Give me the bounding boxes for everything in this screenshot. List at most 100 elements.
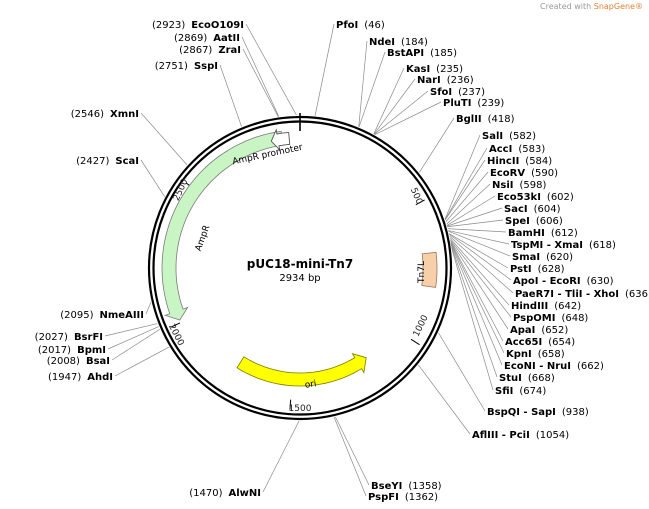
site-label[interactable]: EcoNI - NruI(662) xyxy=(504,361,604,372)
site-position: (938) xyxy=(562,407,589,418)
site-position: (583) xyxy=(518,144,545,155)
amp-r-arrow[interactable] xyxy=(161,130,284,321)
site-label[interactable]: (2869)AatII xyxy=(174,33,240,44)
site-label[interactable]: SmaI(620) xyxy=(512,252,573,263)
site-label[interactable]: Acc65I (654) xyxy=(505,337,575,348)
site-label[interactable]: SalI(582) xyxy=(482,131,536,142)
site-name: SspI xyxy=(194,61,218,72)
site-label[interactable]: EcoRV(590) xyxy=(490,168,558,179)
leader-line xyxy=(245,23,297,116)
ori-arrow[interactable] xyxy=(236,353,367,387)
leader-line xyxy=(373,67,405,135)
site-label[interactable]: BamHI(612) xyxy=(508,228,578,239)
site-position: (1470) xyxy=(189,488,222,499)
site-label[interactable]: KpnI(658) xyxy=(506,349,565,360)
site-label[interactable]: AflIII - PciI(1054) xyxy=(472,430,569,441)
leader-line xyxy=(107,326,159,350)
site-name: SpeI xyxy=(505,216,530,227)
site-label[interactable]: HindIII(642) xyxy=(511,301,581,312)
site-name: PaeR7I - TliI - XhoI xyxy=(515,289,619,300)
site-label[interactable]: TspMI - XmaI(618) xyxy=(511,240,616,251)
site-label[interactable]: BseYI(1358) xyxy=(371,481,442,492)
site-position: (185) xyxy=(430,48,457,59)
snapgene-watermark: Created with SnapGene® xyxy=(540,2,643,11)
site-label[interactable]: (2027)BsrFI xyxy=(35,332,103,343)
site-label[interactable]: NdeI(184) xyxy=(369,37,428,48)
site-label[interactable]: HincII(584) xyxy=(487,156,552,167)
tick-1500 xyxy=(289,399,292,410)
site-position: (674) xyxy=(519,386,546,397)
site-label[interactable]: BglII(418) xyxy=(456,114,515,125)
site-label[interactable]: SfoI(237) xyxy=(430,87,485,98)
site-label[interactable]: (2095)NmeAIII xyxy=(60,310,144,321)
site-label[interactable]: SfiI (674) xyxy=(495,386,546,397)
site-label[interactable]: (1470) AlwNI xyxy=(189,488,261,499)
tick-2000 xyxy=(170,322,181,328)
site-label[interactable]: (2427)ScaI xyxy=(76,156,139,167)
site-name: HindIII xyxy=(511,301,548,312)
site-label[interactable]: ApaI(652) xyxy=(510,325,568,336)
site-label[interactable]: PaeR7I - TliI - XhoI (636) xyxy=(515,289,649,300)
leader-line xyxy=(374,90,429,135)
site-label[interactable]: PspOMI(648) xyxy=(513,313,588,324)
leader-line xyxy=(262,420,300,493)
site-name: Acc65I xyxy=(505,337,542,348)
site-label[interactable]: KasI(235) xyxy=(406,64,463,75)
site-label[interactable]: StuI(668) xyxy=(499,373,555,384)
site-label[interactable]: NsiI(598) xyxy=(492,180,546,191)
site-label[interactable]: PstI(628) xyxy=(510,264,565,275)
tn7l-box[interactable] xyxy=(421,251,438,288)
leader-line xyxy=(444,159,486,221)
leader-line xyxy=(444,134,481,220)
site-position: (2751) xyxy=(155,61,188,72)
site-label[interactable]: (2008)BsaI xyxy=(47,356,110,367)
site-label[interactable]: (2546)XmnI xyxy=(71,109,139,120)
site-label[interactable]: (2867)ZraI xyxy=(179,45,241,56)
leader-line xyxy=(446,195,496,226)
leader-line xyxy=(438,332,486,412)
tick-label-1500: 1500 xyxy=(289,404,312,414)
site-position: (636) xyxy=(625,289,649,300)
leader-line xyxy=(145,302,152,315)
leader-line xyxy=(335,416,370,486)
site-label[interactable]: BstAPI (185) xyxy=(387,48,457,59)
leader-line xyxy=(219,64,242,127)
site-label[interactable]: AccI(583) xyxy=(489,144,545,155)
site-name: BsaI xyxy=(86,356,110,367)
site-position: (630) xyxy=(587,276,614,287)
site-position: (1358) xyxy=(408,481,441,492)
site-label[interactable]: (2751) SspI xyxy=(155,61,218,72)
site-name: StuI xyxy=(499,373,522,384)
site-name: PfoI xyxy=(336,20,358,31)
site-label[interactable]: BspQI - SapI(938) xyxy=(487,407,589,418)
leader-line xyxy=(358,40,368,127)
site-label[interactable]: PfoI(46) xyxy=(336,20,385,31)
site-label[interactable]: (2017)BpmI xyxy=(38,345,106,356)
site-position: (654) xyxy=(548,337,575,348)
tn7l-label: Tn7L xyxy=(417,261,427,284)
site-label[interactable]: Eco53kI(602) xyxy=(497,192,574,203)
leader-line xyxy=(447,228,507,233)
site-label[interactable]: (2923)EcoO109I xyxy=(152,20,244,31)
site-name: BstAPI xyxy=(387,48,424,59)
amp-r-promoter-arrow[interactable] xyxy=(270,128,291,152)
site-name: TspMI - XmaI xyxy=(511,240,583,251)
amp-r-label: AmpR xyxy=(194,224,213,253)
site-label[interactable]: (1947)AhdI xyxy=(48,372,113,383)
site-label[interactable]: SpeI (606) xyxy=(505,216,563,227)
site-position: (1947) xyxy=(48,372,81,383)
site-name: SfiI xyxy=(495,386,513,397)
leader-line xyxy=(450,239,512,318)
site-position: (1362) xyxy=(405,492,438,503)
site-label[interactable]: NarI(236) xyxy=(417,75,474,86)
leader-line xyxy=(448,233,509,269)
site-label[interactable]: PspFI(1362) xyxy=(368,492,438,503)
site-name: AlwNI xyxy=(229,488,262,499)
site-label[interactable]: ApoI - EcoRI(630) xyxy=(513,276,614,287)
site-label[interactable]: SacI(604) xyxy=(504,204,561,215)
site-position: (658) xyxy=(538,349,565,360)
leader-line xyxy=(374,101,442,135)
site-label[interactable]: PluTI(239) xyxy=(443,98,504,109)
site-position: (606) xyxy=(536,216,563,227)
site-position: (2095) xyxy=(60,310,93,321)
